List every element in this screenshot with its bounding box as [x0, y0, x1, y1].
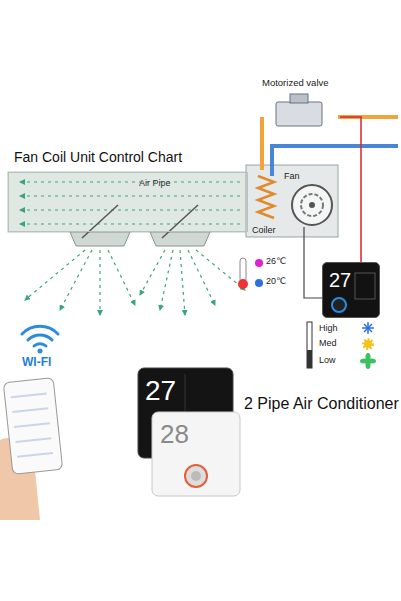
- node-text: Coiler: [252, 226, 276, 236]
- fan-housing: [292, 185, 332, 225]
- vent-damper: [82, 205, 118, 238]
- coil-symbol: [258, 176, 274, 218]
- airflow-arrow: [160, 250, 173, 310]
- hot-water-pipe: [260, 117, 264, 170]
- display-digits: 27: [145, 376, 176, 407]
- app-row: [11, 393, 47, 397]
- airflow-arrow: [20, 209, 240, 210]
- fcu-casing: [246, 165, 338, 237]
- wifi-dot: [38, 349, 43, 354]
- app-row: [14, 423, 50, 427]
- fan-hub: [309, 202, 315, 208]
- air-vent: [150, 232, 210, 246]
- fan-speed-icon: [360, 353, 376, 369]
- knob-center: [191, 471, 201, 481]
- hot-pipe: [338, 115, 398, 119]
- vent-damper: [162, 205, 198, 238]
- coiler: Coiler: [252, 170, 280, 240]
- airflow-arrow: [60, 250, 92, 310]
- fan-wire: [304, 227, 322, 298]
- node-text: Fan: [284, 172, 300, 182]
- airflow-arrow: [20, 195, 240, 196]
- app-row: [16, 438, 52, 442]
- airflow-arrow: [20, 181, 240, 182]
- airflow-arrow: [140, 250, 165, 295]
- fan-petal: [366, 361, 371, 369]
- wifi-icon: [22, 326, 58, 346]
- thermostat-knob: [332, 298, 346, 312]
- white-thermostat: [152, 412, 240, 496]
- fan: Fan: [282, 172, 334, 227]
- thermometer-tube: [240, 258, 246, 282]
- valve-actuator: [290, 94, 308, 103]
- app-screen: [11, 393, 53, 456]
- thermostat: 27: [322, 262, 380, 318]
- thermostat-knob: [185, 465, 207, 487]
- chart-title: Fan Coil Unit Control Chart: [14, 150, 182, 165]
- fan-blades: [301, 194, 323, 216]
- airflow-arrow: [180, 250, 185, 315]
- airflow-arrow: [25, 250, 85, 300]
- temperature-value: 26℃: [266, 257, 286, 267]
- speed-slider-fill: [307, 350, 312, 368]
- temperature-value: 20℃: [266, 277, 286, 287]
- fan-speed: High: [319, 324, 338, 334]
- airflow-arrow: [196, 250, 245, 290]
- valve-body: [276, 102, 322, 126]
- display-panel: [355, 273, 375, 299]
- temp-dot: [255, 279, 263, 287]
- product-caption: 2 Pipe Air Conditioner: [244, 395, 399, 413]
- fan-speed: Low: [319, 356, 336, 366]
- air-vent: [70, 232, 130, 246]
- airflow-arrows: [25, 250, 245, 315]
- airflow-arrows: [20, 182, 240, 224]
- node-text: Air Pipe: [139, 179, 171, 189]
- snowflake-icon: [362, 322, 374, 334]
- node-text: Motorized valve: [262, 78, 329, 88]
- wifi-arc: [22, 326, 58, 334]
- sun-icon: [364, 340, 372, 348]
- node-text: 27: [329, 269, 351, 291]
- airflow-arrow: [108, 250, 135, 305]
- wifi-label: WI-FI: [22, 356, 51, 369]
- motorized-valve: Motorized valve: [262, 78, 340, 132]
- airflow-arrow: [20, 223, 240, 224]
- air-duct: [8, 172, 248, 232]
- thermometer-bulb: [238, 279, 248, 289]
- smartphone: [3, 378, 62, 475]
- display-digits: 28: [160, 420, 189, 449]
- app-row: [12, 408, 48, 412]
- temp-dot: [255, 259, 263, 267]
- airflow-arrow: [188, 250, 215, 305]
- airflow-arrow: [99, 250, 100, 315]
- speed-slider: [307, 322, 312, 368]
- air-pipe: Air Pipe: [8, 172, 248, 232]
- wifi-arc: [28, 335, 52, 340]
- fan-speed: Med: [319, 339, 337, 349]
- valve-wire: [340, 117, 361, 262]
- wifi-arc: [34, 344, 46, 346]
- app-row: [17, 453, 53, 457]
- snowflake-stroke: [364, 324, 372, 332]
- snowflake-stroke: [364, 324, 372, 332]
